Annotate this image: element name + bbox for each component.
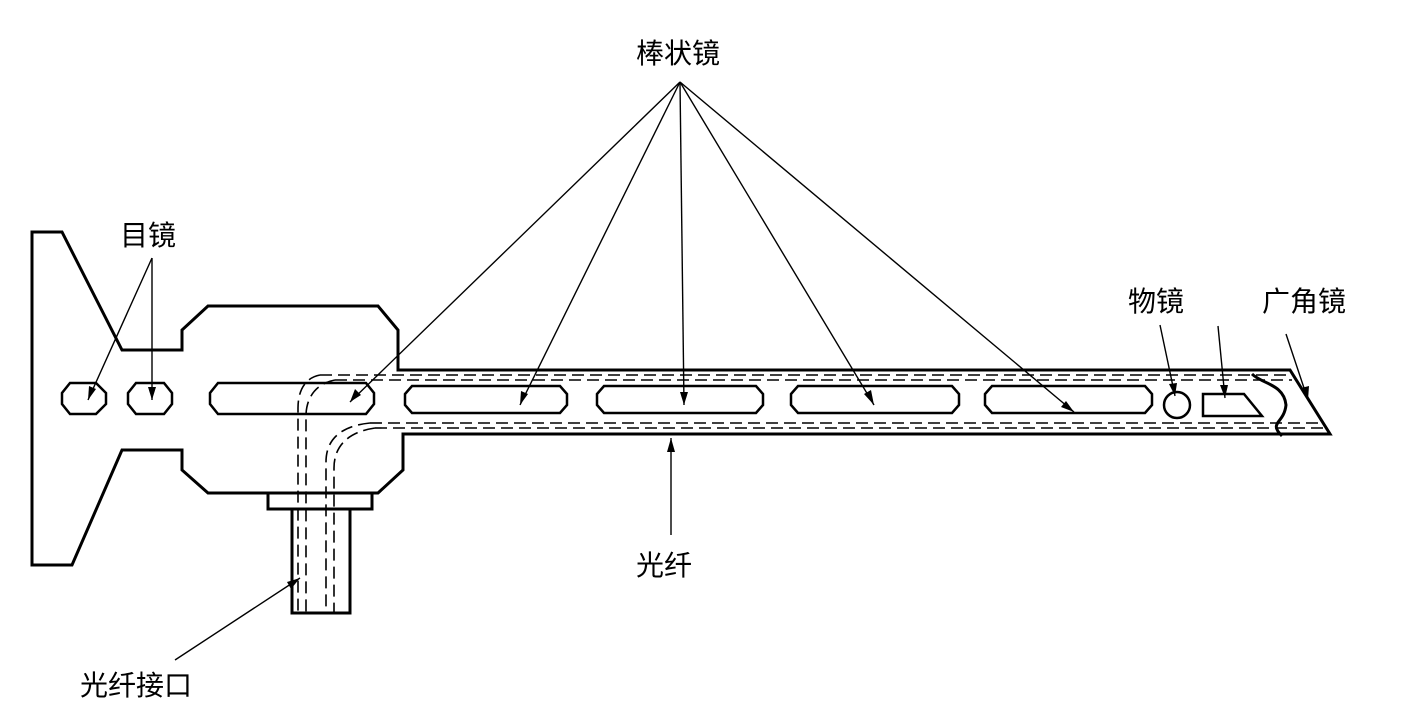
label-objective: 物镜 [1128, 285, 1185, 318]
fiber-bend-1 [297, 374, 321, 612]
leader-rod-1 [349, 81, 681, 403]
fiber-bend-2 [305, 379, 336, 612]
label-wide-angle-lens: 广角镜 [1262, 285, 1347, 318]
rod-lens-1 [208, 381, 376, 416]
fiber-connector-flange [266, 491, 374, 511]
eyepiece-housing [30, 230, 1333, 567]
rod-lens-4 [789, 384, 961, 415]
leader-rod-5 [679, 81, 1075, 413]
leader-fiber-connector [174, 577, 301, 661]
fiber-connector-barrel [290, 507, 352, 615]
rod-lens-2 [403, 384, 569, 415]
label-eyepiece: 目镜 [120, 219, 177, 252]
eyepiece-lens-1 [60, 381, 108, 416]
leader-eyepiece-1 [87, 257, 153, 401]
arrowhead-prism [1220, 385, 1228, 398]
eyepiece-lens-2 [126, 381, 174, 416]
arrowhead-rod-1 [350, 389, 361, 402]
arrowhead-fiber [667, 438, 675, 452]
leader-rod-3 [679, 81, 685, 406]
arrowhead-rod-4 [864, 390, 874, 405]
rod-lens-3 [595, 384, 765, 415]
rod-lens-5 [983, 384, 1154, 415]
leader-rod-2 [519, 81, 681, 406]
label-optical-fiber: 光纤 [636, 549, 693, 582]
arrowhead-objective [1169, 383, 1177, 396]
label-rod-lens: 棒状镜 [636, 37, 721, 70]
arrowhead-wide-angle [1301, 386, 1309, 400]
arrowhead-rod-3 [680, 392, 688, 405]
arrowhead-eyepiece-2 [148, 387, 156, 400]
label-fiber-connector: 光纤接口 [80, 669, 193, 702]
objective-lens [1162, 390, 1192, 420]
prism-lens [1201, 392, 1265, 418]
leader-rod-4 [679, 81, 875, 406]
arrowhead-fiber-connector [287, 578, 300, 589]
fiber-bend-4 [333, 427, 376, 612]
wide-angle-lens-curve [1250, 372, 1288, 438]
arrowhead-eyepiece-1 [88, 386, 96, 400]
arrowhead-rod-5 [1061, 401, 1074, 412]
fiber-bend-3 [325, 422, 371, 612]
arrowhead-rod-2 [520, 391, 528, 405]
